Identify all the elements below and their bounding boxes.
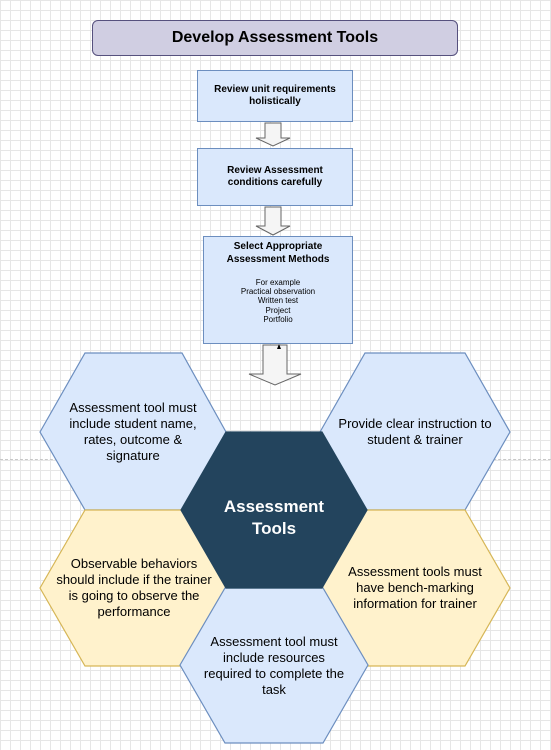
- step-review-conditions: Review Assessment conditions carefully: [197, 148, 353, 206]
- arrow-down-3: [248, 344, 302, 386]
- step-select-methods-label: Select Appropriate Assessment Methods: [226, 241, 330, 265]
- arrow-marker: [277, 344, 281, 349]
- step-review-conditions-label: Review Assessment conditions carefully: [227, 164, 323, 189]
- example-item: Portfolio: [263, 314, 293, 324]
- examples-list: For example Practical observation Writte…: [241, 278, 315, 324]
- arrow-down-1: [255, 122, 291, 147]
- arrow-down-2: [255, 206, 291, 236]
- hexagon-bottom-label: Assessment tool must include resources r…: [203, 633, 345, 698]
- examples-heading: For example: [255, 278, 301, 287]
- hexagon-bottom-right-label: Assessment tools must have bench-marking…: [348, 563, 482, 612]
- example-item: Practical observation: [240, 287, 316, 297]
- hexagon-top-left-label: Assessment tool must include student nam…: [69, 399, 197, 464]
- center-label: Assessment Tools: [223, 496, 325, 538]
- step-select-methods: Select Appropriate Assessment Methods Fo…: [203, 236, 353, 344]
- diagram-title: Develop Assessment Tools: [92, 20, 458, 56]
- example-item: Written test: [257, 296, 299, 306]
- hexagon-center: [180, 431, 368, 589]
- hexagon-top-right-label: Provide clear instruction to student & t…: [338, 415, 492, 447]
- example-item: Project: [265, 305, 291, 315]
- step-review-unit: Review unit requirements holistically: [197, 70, 353, 122]
- hexagon-bottom-left-label: Observable behaviors should include if t…: [56, 555, 212, 620]
- step-review-unit-label: Review unit requirements holistically: [214, 83, 336, 108]
- hexagon-bottom: [179, 587, 369, 744]
